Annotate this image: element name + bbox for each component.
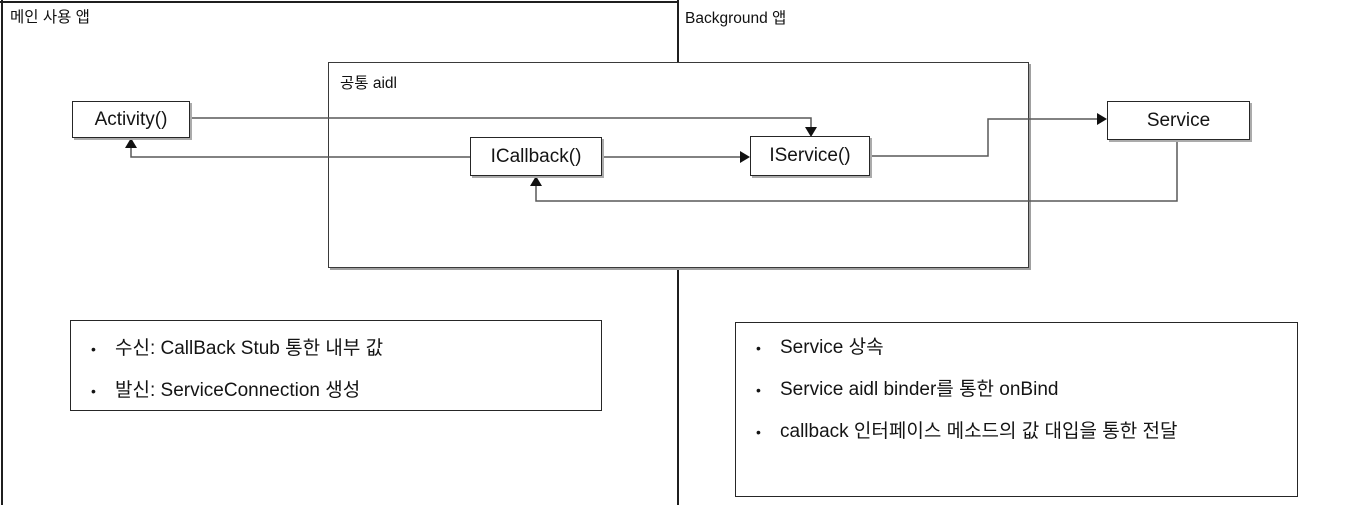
list-item: • 수신: CallBack Stub 통한 내부 값	[91, 328, 591, 370]
common-aidl-box-label: 공통 aidl	[340, 75, 397, 92]
main-app-region-label: 메인 사용 앱	[10, 9, 90, 26]
service-node: Service	[1107, 101, 1250, 140]
arrowhead-right-icon	[1097, 113, 1107, 125]
bullet-icon: •	[756, 424, 761, 440]
iservice-node-label: IService()	[769, 145, 851, 166]
common-aidl-box: 공통 aidl	[328, 62, 1029, 268]
background-app-region-label: Background 앱	[685, 10, 787, 27]
bullet-icon: •	[756, 340, 761, 356]
main-app-notes-box: • 수신: CallBack Stub 통한 내부 값 • 발신: Servic…	[70, 320, 602, 411]
icallback-node: ICallback()	[470, 137, 602, 176]
top-border-line	[0, 1, 679, 3]
icallback-node-label: ICallback()	[490, 145, 582, 167]
list-item: • 발신: ServiceConnection 생성	[91, 370, 591, 412]
note-text: 발신: ServiceConnection 생성	[115, 380, 361, 401]
arrowhead-up-icon	[125, 138, 137, 148]
left-border-line	[1, 0, 3, 505]
bullet-icon: •	[756, 382, 761, 398]
bullet-icon: •	[91, 383, 96, 399]
service-node-label: Service	[1146, 109, 1211, 131]
list-item: • Service aidl binder를 통한 onBind	[756, 369, 1287, 411]
iservice-node: IService()	[750, 136, 870, 176]
list-item: • callback 인터페이스 메소드의 값 대입을 통한 전달	[756, 411, 1287, 453]
note-text: callback 인터페이스 메소드의 값 대입을 통한 전달	[780, 421, 1178, 442]
note-text: Service 상속	[780, 337, 884, 358]
activity-node: Activity()	[72, 101, 190, 138]
activity-node-label: Activity()	[94, 108, 168, 130]
background-app-notes-box: • Service 상속 • Service aidl binder를 통한 o…	[735, 322, 1298, 497]
list-item: • Service 상속	[756, 327, 1287, 369]
bullet-icon: •	[91, 341, 96, 357]
note-text: 수신: CallBack Stub 통한 내부 값	[115, 338, 384, 359]
note-text: Service aidl binder를 통한 onBind	[780, 379, 1059, 400]
